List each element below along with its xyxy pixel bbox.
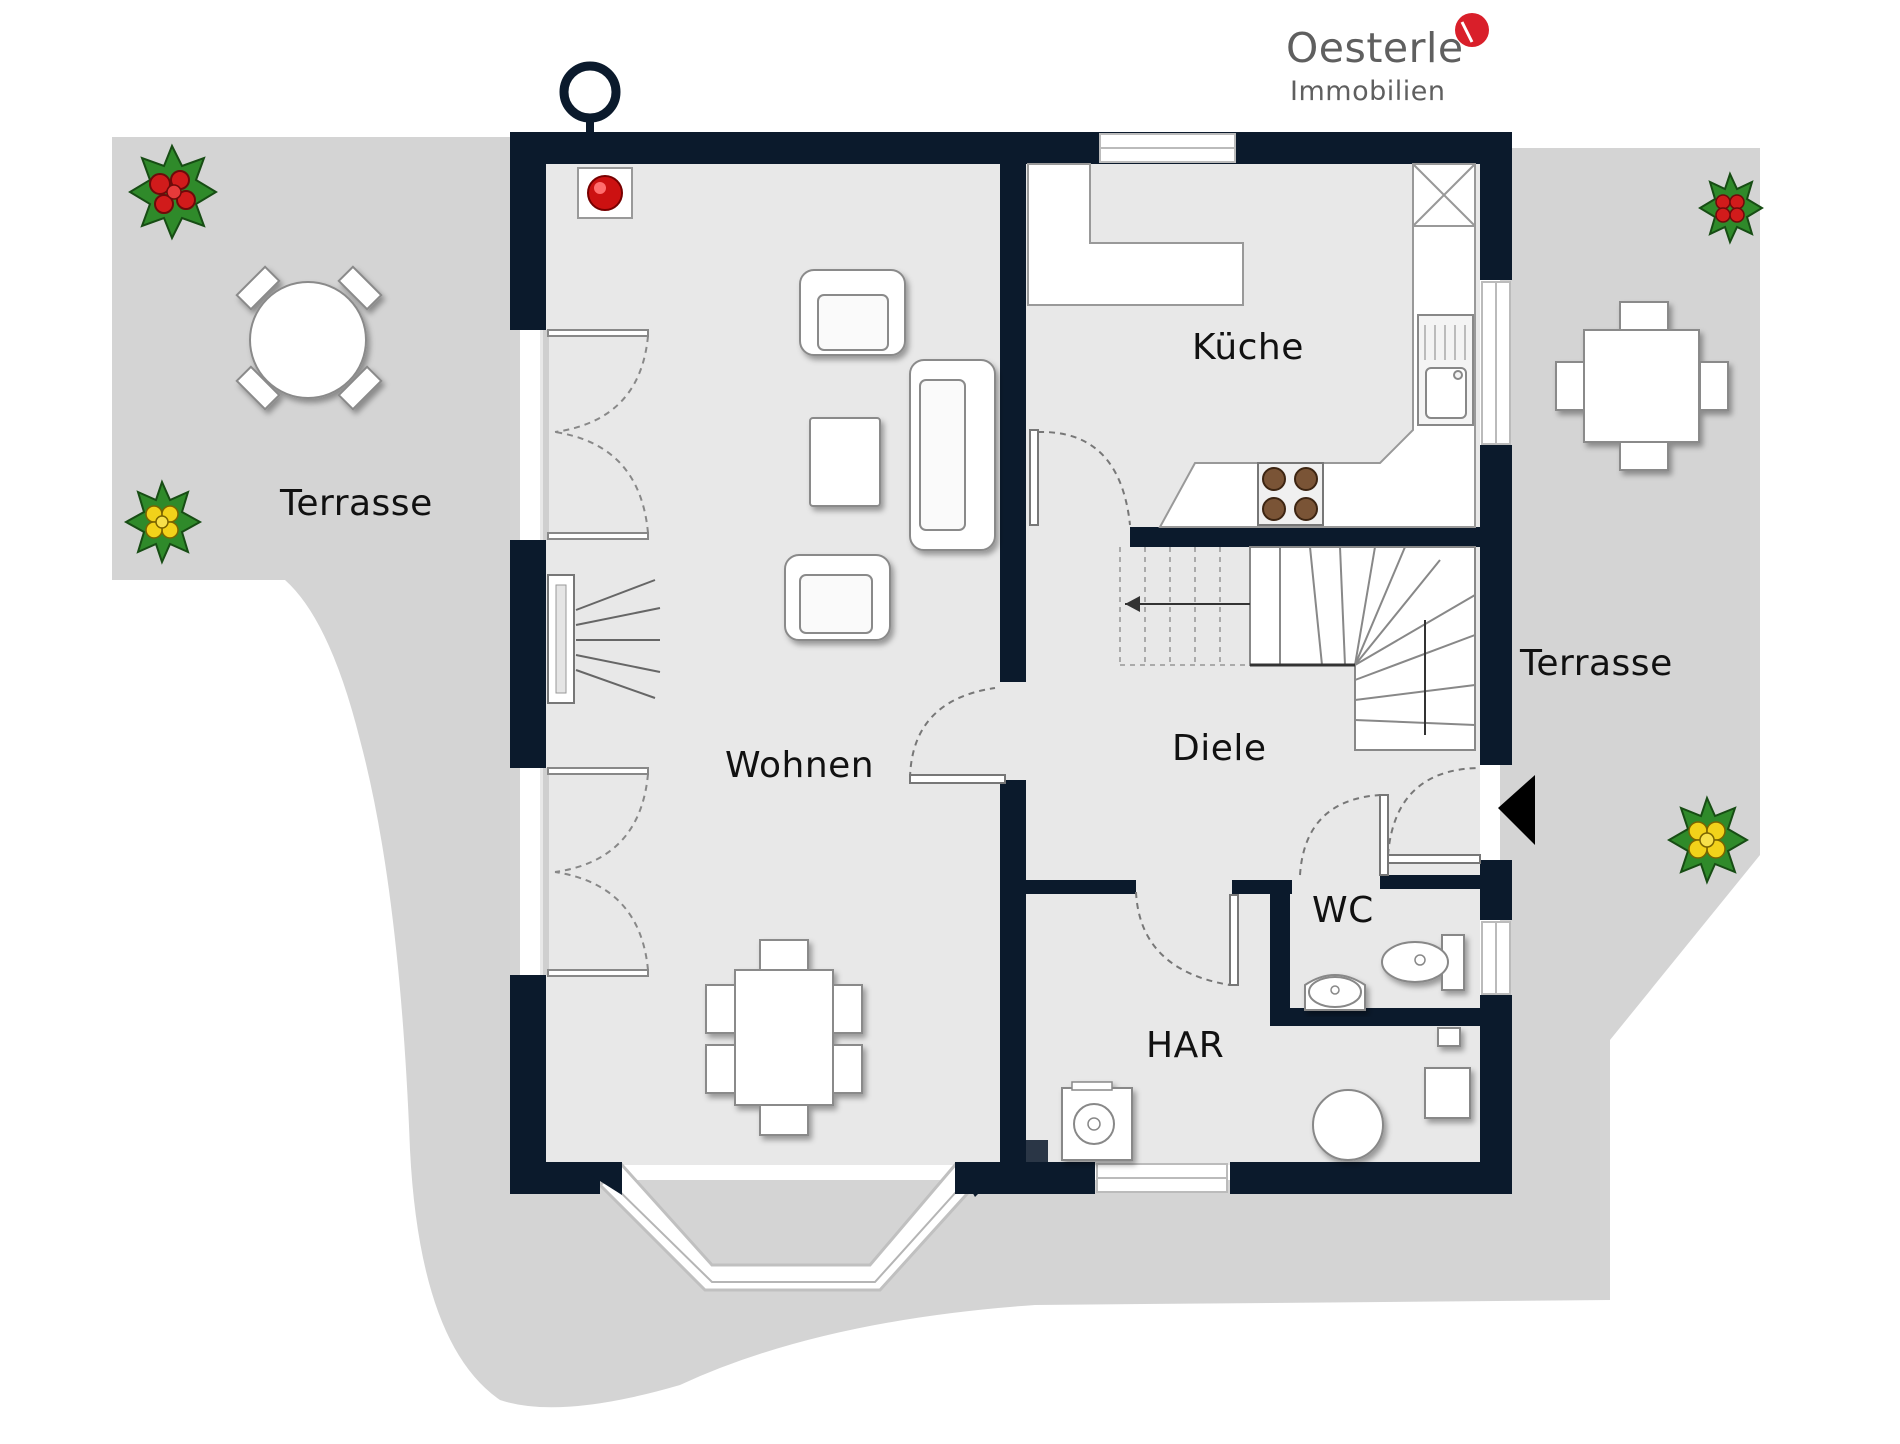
windows — [1096, 133, 1511, 1193]
room-label-wc: WC — [1312, 890, 1374, 931]
logo-name: Oesterle — [1286, 24, 1464, 72]
walls — [510, 132, 1512, 1197]
kitchen-counters — [1027, 163, 1476, 528]
room-label-living: Wohnen — [725, 745, 875, 786]
entrance-arrow-icon — [1498, 775, 1535, 845]
sink-icon — [1417, 314, 1474, 426]
room-label-hall: Diele — [1172, 728, 1267, 769]
dining-table-icon — [705, 939, 863, 1136]
coffee-table — [809, 417, 881, 507]
terrace-left-area — [112, 137, 1035, 1408]
living-furniture — [784, 269, 996, 641]
logo-mark-icon — [1455, 13, 1489, 47]
kitchen-door — [1029, 429, 1131, 526]
room-label-terrace-left: Terrasse — [280, 483, 433, 524]
round-table-icon — [235, 265, 383, 411]
terrace-right-area — [1035, 148, 1760, 1305]
fireplace-icon — [547, 574, 661, 704]
room-label-kitchen: Küche — [1192, 327, 1304, 368]
armchair-icon — [799, 269, 906, 356]
room-label-terrace-right: Terrasse — [1520, 643, 1673, 684]
square-table-icon — [1555, 301, 1729, 471]
armchair-icon — [784, 554, 891, 641]
washbasin-icon — [1304, 974, 1366, 1011]
logo-subtitle: Immobilien — [1290, 76, 1446, 107]
chimney-icon — [559, 61, 633, 219]
toilet-icon — [1381, 934, 1465, 991]
hall-doors — [909, 687, 1481, 986]
boiler-icon — [1312, 1027, 1471, 1161]
patio-doors — [543, 329, 649, 977]
sofa-icon — [909, 359, 996, 551]
washing-machine-icon — [1061, 1081, 1133, 1161]
staircase-icon — [1119, 546, 1476, 751]
stove-icon — [1257, 462, 1324, 526]
room-label-utility: HAR — [1146, 1025, 1225, 1066]
flower-pot-icon — [123, 143, 1764, 885]
